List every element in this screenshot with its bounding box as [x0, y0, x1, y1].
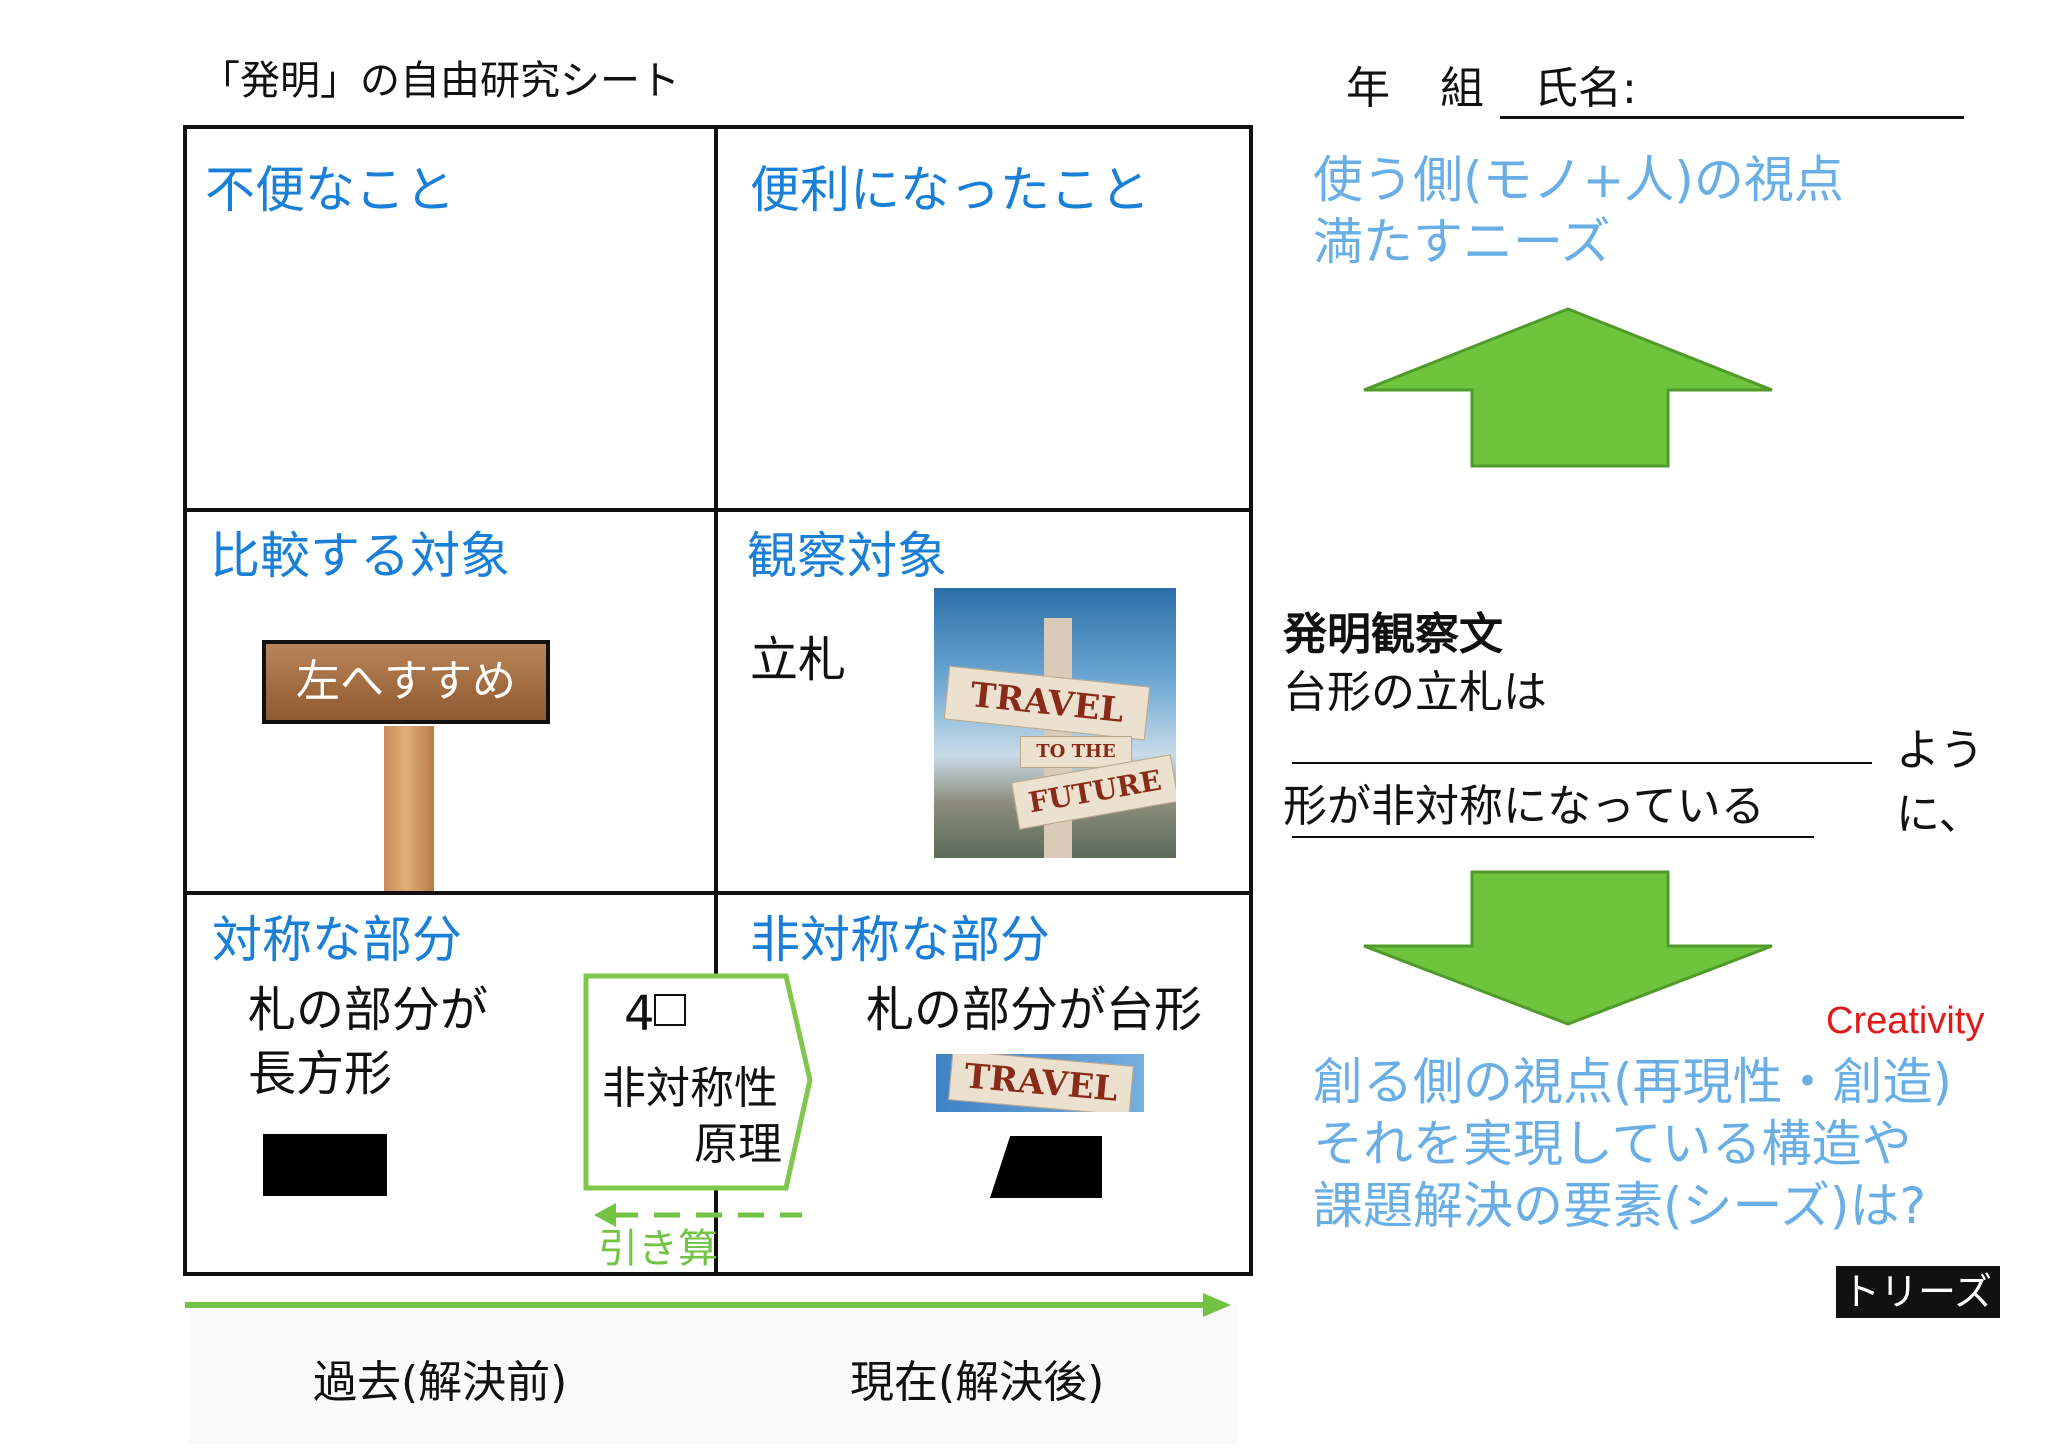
name-row: 年 組 氏名:	[1346, 52, 1673, 116]
cell-convenience-heading: 便利になったこと	[750, 161, 1150, 219]
comparison-sign-post	[384, 726, 434, 891]
timeline-present: 現在(解決後)	[850, 1357, 1105, 1408]
principle-name-suffix: 原理	[694, 1119, 782, 1170]
observation-sentence-youni: ように、	[1896, 725, 1984, 840]
timeline-band	[190, 1304, 1238, 1444]
symmetric-text-2: 長方形	[248, 1046, 393, 1102]
photo-plank-travel: TRAVEL	[943, 665, 1151, 741]
timeline-past: 過去(解決前)	[313, 1357, 568, 1408]
signpost-photo: TRAVEL TO THE FUTURE	[934, 588, 1176, 858]
comparison-sign-board: 左へすすめ	[262, 640, 550, 724]
sheet-title: 「発明」の自由研究シート	[200, 58, 680, 104]
cell-observation-heading: 観察対象	[747, 527, 947, 585]
creator-view-line2: それを実現している構造や	[1313, 1115, 1912, 1173]
grid-divider-vertical	[714, 125, 718, 1276]
creativity-label: Creativity	[1826, 1000, 1985, 1042]
observation-sentence-line1: 台形の立札は	[1283, 667, 1547, 718]
cell-symmetric-heading: 対称な部分	[212, 911, 462, 969]
class-label: 組	[1440, 63, 1484, 114]
observation-target-label: 立札	[750, 632, 847, 688]
subtraction-label: 引き算	[598, 1226, 718, 1272]
year-label: 年	[1346, 63, 1390, 114]
creator-view-line1: 創る側の視点(再現性・創造)	[1313, 1053, 1953, 1111]
subtraction-arrow	[594, 1203, 802, 1227]
principle-name: 非対称性	[602, 1063, 778, 1114]
user-view-line2: 満たすニーズ	[1313, 213, 1611, 271]
up-arrow	[1363, 307, 1773, 468]
principle-callout	[583, 973, 813, 1191]
name-field[interactable]	[1500, 116, 1964, 119]
rectangle-shape	[263, 1134, 387, 1196]
name-label: 氏名:	[1534, 63, 1637, 114]
grid-divider-bottom	[183, 891, 1253, 895]
worksheet-grid	[183, 125, 1253, 1276]
cell-asymmetric-heading: 非対称な部分	[750, 911, 1050, 969]
photo-plank-tothe: TO THE	[1020, 736, 1132, 768]
trapezoid-shape	[990, 1136, 1102, 1198]
cell-inconvenience-heading: 不便なこと	[205, 161, 455, 219]
creator-view-line3: 課題解決の要素(シーズ)は?	[1313, 1177, 1927, 1235]
principle-number: 4	[624, 986, 655, 1042]
grid-divider-top	[183, 508, 1253, 512]
symmetric-text-1: 札の部分が	[248, 982, 489, 1038]
observation-underline	[1292, 836, 1814, 838]
user-view-line1: 使う側(モノ+人)の視点	[1313, 151, 1844, 209]
principle-checkbox[interactable]	[654, 994, 686, 1026]
cell-comparison-heading: 比較する対象	[210, 527, 510, 585]
observation-blank-field[interactable]	[1292, 762, 1872, 764]
asymmetric-photo-strip: TRAVEL	[936, 1054, 1144, 1112]
timeline-arrow	[185, 1293, 1231, 1317]
strip-plank-travel: TRAVEL	[948, 1054, 1134, 1112]
down-arrow	[1363, 870, 1773, 1026]
asymmetric-text: 札の部分が台形	[866, 982, 1203, 1038]
triz-badge: トリーズ	[1836, 1266, 2000, 1318]
observation-sentence-line3: 形が非対称になっている	[1283, 781, 1765, 832]
observation-sentence-title: 発明観察文	[1283, 609, 1503, 660]
